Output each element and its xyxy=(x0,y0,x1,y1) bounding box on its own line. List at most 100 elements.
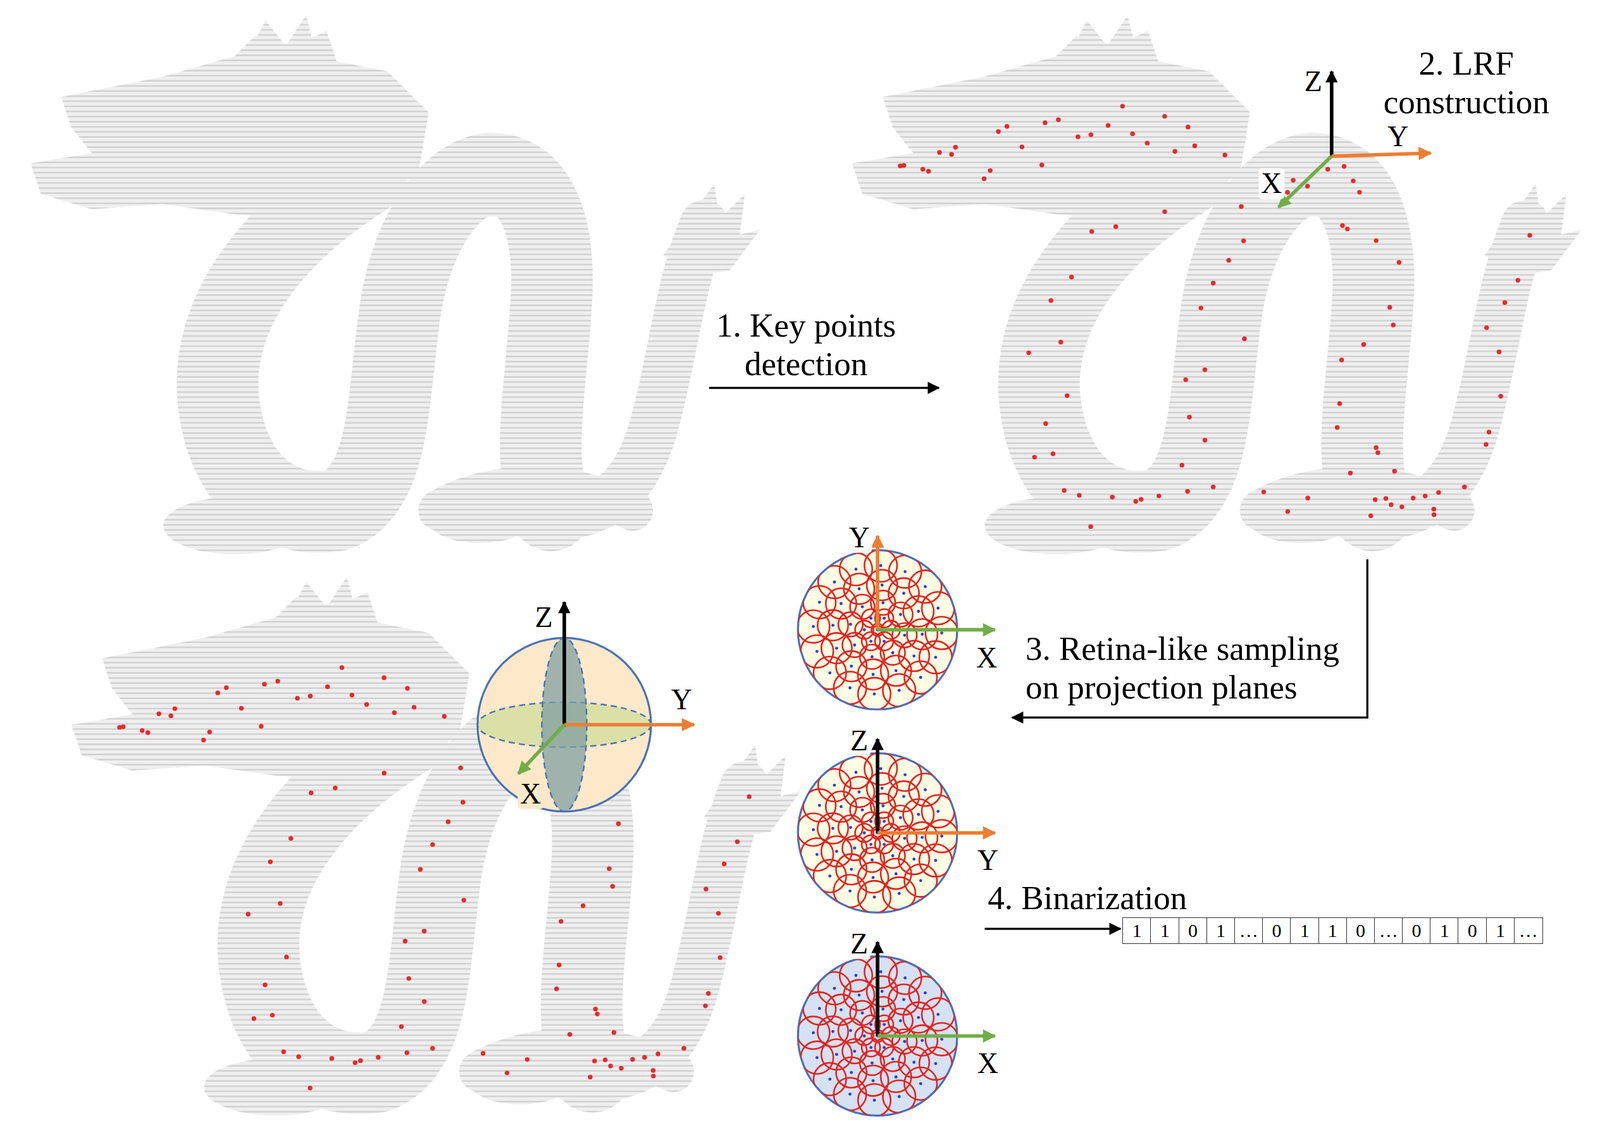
bit-cell: 0 xyxy=(1346,917,1376,944)
key-point xyxy=(145,730,150,735)
key-point xyxy=(525,1057,530,1062)
step-label: 3. Retina-like sampling on projection pl… xyxy=(1025,630,1361,708)
sample-point xyxy=(903,570,907,574)
sample-point xyxy=(869,1045,873,1049)
key-point xyxy=(358,1058,363,1063)
sample-point xyxy=(831,623,835,627)
sample-point xyxy=(857,790,861,794)
step-arrow xyxy=(709,386,939,389)
key-point xyxy=(1396,260,1402,265)
key-point xyxy=(987,168,993,173)
sample-point xyxy=(902,633,906,638)
key-point xyxy=(245,911,250,917)
axis-label: Z xyxy=(847,725,871,757)
key-point xyxy=(375,1054,381,1060)
sample-point xyxy=(919,675,923,679)
key-point xyxy=(580,903,586,908)
key-point xyxy=(421,928,427,934)
sample-point xyxy=(912,654,916,658)
sample-point xyxy=(815,1055,819,1060)
receptive-field xyxy=(882,1079,916,1113)
key-point xyxy=(268,859,273,865)
key-point xyxy=(1341,163,1347,169)
key-point xyxy=(948,151,954,157)
sample-point xyxy=(916,609,920,614)
key-point xyxy=(901,163,906,168)
key-point xyxy=(1089,229,1094,234)
key-point xyxy=(403,938,408,944)
key-point xyxy=(1431,512,1437,517)
key-point xyxy=(258,723,264,729)
key-point xyxy=(681,1045,686,1051)
sample-point xyxy=(880,786,884,790)
key-point xyxy=(1076,492,1082,498)
key-point xyxy=(1462,484,1467,490)
key-point xyxy=(1410,495,1416,500)
sample-point xyxy=(839,1008,843,1012)
receptive-field xyxy=(888,555,922,589)
key-point xyxy=(554,986,559,991)
key-point xyxy=(1431,506,1437,512)
sample-point xyxy=(852,1049,856,1053)
axis-label: X xyxy=(974,1047,1001,1079)
sample-point xyxy=(861,1011,865,1015)
key-point xyxy=(353,1060,358,1065)
key-point xyxy=(592,1058,597,1063)
key-point xyxy=(1375,450,1380,455)
key-point xyxy=(718,955,723,960)
sample-point xyxy=(933,859,937,863)
dragon-point-cloud xyxy=(30,15,760,555)
projection-disk xyxy=(797,738,996,914)
sample-point xyxy=(870,655,874,659)
sample-point xyxy=(854,973,858,977)
sample-point xyxy=(923,788,927,792)
sample-point xyxy=(832,580,836,584)
sample-point xyxy=(815,852,819,856)
key-point xyxy=(1238,204,1244,209)
key-point xyxy=(262,982,267,987)
sample-point xyxy=(891,1057,895,1061)
bit-cell: 1 xyxy=(1429,917,1459,944)
key-point xyxy=(567,1031,572,1037)
sample-point xyxy=(861,808,865,812)
receptive-field xyxy=(888,961,922,995)
receptive-field xyxy=(925,1023,959,1056)
sample-point xyxy=(882,1023,886,1027)
key-point xyxy=(1202,437,1208,443)
sample-point xyxy=(870,1061,874,1065)
key-point xyxy=(1334,425,1340,430)
sample-point xyxy=(919,1081,923,1086)
receptive-field xyxy=(800,1041,834,1075)
sample-point xyxy=(835,646,839,650)
sample-point xyxy=(811,1031,815,1035)
key-point xyxy=(1129,131,1135,137)
key-point xyxy=(1350,178,1356,183)
axis-label: Y xyxy=(1384,121,1411,152)
key-point xyxy=(1210,280,1216,286)
axis-label: X xyxy=(973,642,1000,674)
key-point xyxy=(201,737,206,743)
bit-cell: 1 xyxy=(1486,917,1516,944)
key-point xyxy=(339,664,345,670)
receptive-field xyxy=(925,819,959,853)
sample-point xyxy=(848,686,852,690)
key-point xyxy=(1391,468,1397,474)
receptive-field xyxy=(857,677,891,711)
key-point xyxy=(1198,305,1204,311)
sample-point xyxy=(873,1098,877,1103)
key-point xyxy=(1388,502,1394,507)
key-point xyxy=(1496,349,1502,355)
key-point xyxy=(307,1085,312,1091)
projection-disk xyxy=(797,942,996,1117)
key-point xyxy=(936,149,942,155)
step-label: 4. Binarization xyxy=(987,878,1187,918)
key-point xyxy=(1186,415,1192,420)
key-point xyxy=(1202,367,1208,373)
key-point xyxy=(1527,232,1532,238)
key-point xyxy=(1048,297,1054,303)
sample-point xyxy=(879,970,883,974)
sample-point xyxy=(869,819,873,824)
sample-point xyxy=(871,673,875,677)
key-point xyxy=(651,1073,656,1079)
